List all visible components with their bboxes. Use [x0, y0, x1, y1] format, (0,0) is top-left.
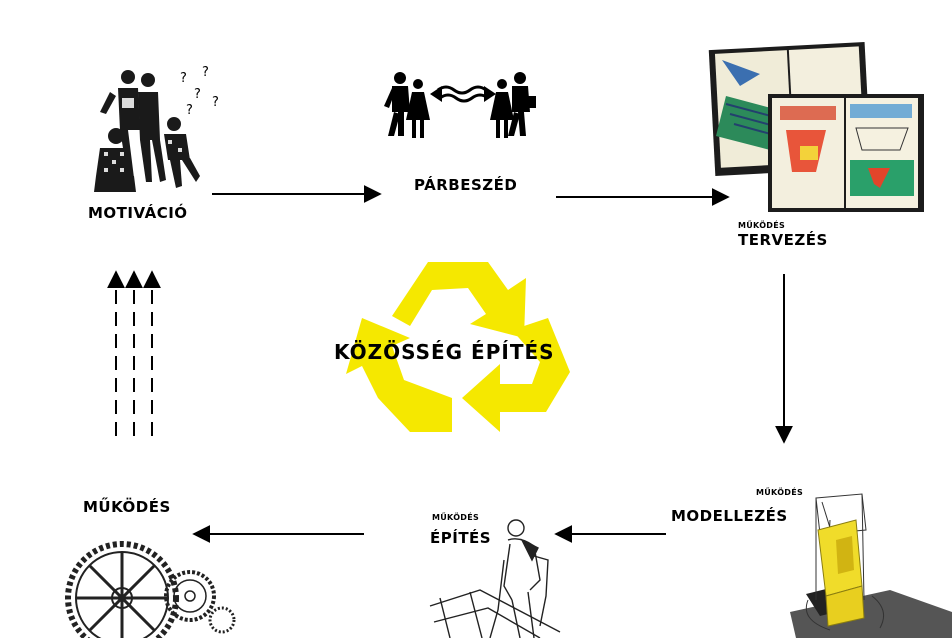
svg-text:?: ? [194, 87, 201, 102]
node-prefix-tervezes: MŰKÖDÉS [738, 221, 785, 230]
node-label-tervezes: TERVEZÉS [738, 231, 828, 249]
svg-text:?: ? [180, 71, 187, 86]
center-title: KÖZÖSSÉG ÉPÍTÉS [334, 340, 555, 364]
node-label-modellezes: MODELLEZÉS [671, 507, 788, 525]
dashed-arrows-to-motivacio [116, 272, 152, 436]
model-tower-illustration [790, 494, 952, 638]
node-prefix-modellezes: MŰKÖDÉS [756, 488, 803, 497]
dialogue-people-icon [384, 72, 536, 138]
node-label-mukodes: MŰKÖDÉS [83, 498, 171, 516]
dialogue-arrow-icon [438, 87, 488, 101]
svg-text:?: ? [202, 65, 209, 80]
node-label-parbeszed: PÁRBESZÉD [414, 176, 517, 194]
node-prefix-epites: MŰKÖDÉS [432, 513, 479, 522]
svg-text:?: ? [212, 95, 219, 110]
question-marks-icon: ?? ?? ? [180, 65, 219, 118]
node-label-motivacio: MOTIVÁCIÓ [88, 204, 188, 222]
node-label-epites: ÉPÍTÉS [430, 529, 491, 547]
sketchbooks-illustration [709, 42, 924, 212]
gears-illustration [68, 544, 234, 638]
svg-text:?: ? [186, 103, 193, 118]
people-group-illustration [94, 70, 200, 192]
